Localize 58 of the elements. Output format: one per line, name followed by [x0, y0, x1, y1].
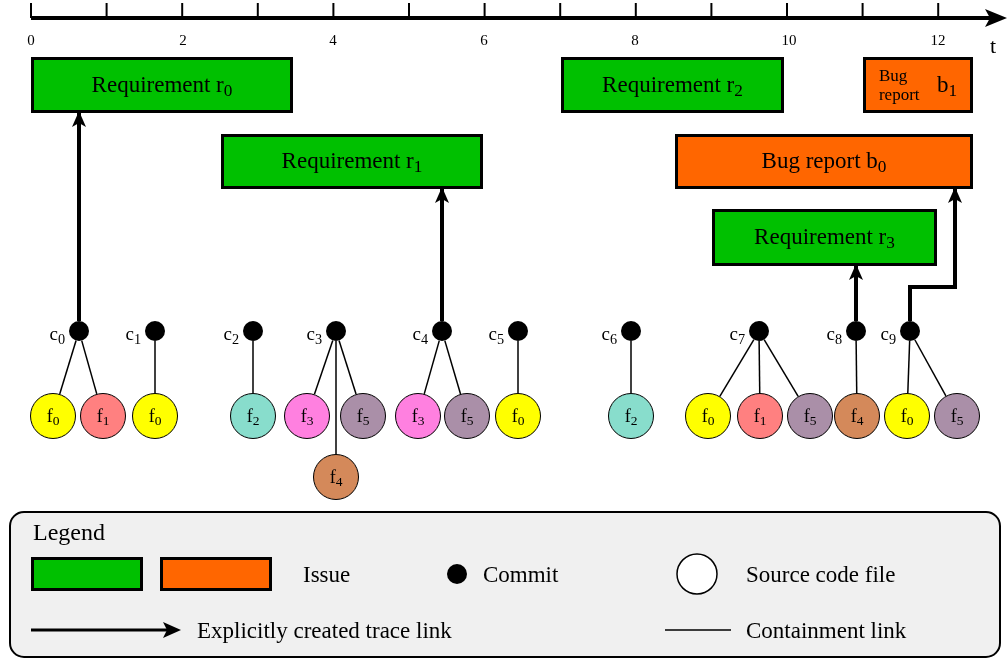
issue-box — [863, 57, 973, 113]
containment-link — [630, 340, 632, 394]
containment-link — [855, 340, 858, 394]
tick-label: 0 — [27, 32, 35, 48]
tick-label: 10 — [781, 32, 797, 48]
issue-label: Bug report b$_{0}$ — [761, 147, 887, 176]
containment-link — [763, 338, 799, 398]
containment-link — [59, 339, 77, 395]
commit-label: c$_{7}$ — [729, 323, 745, 343]
tick-label: 4 — [329, 32, 337, 48]
containment-link — [719, 338, 755, 398]
legend-text: Commit — [483, 562, 559, 586]
trace-link-arrow — [849, 264, 863, 321]
legend-text: Containment link — [746, 618, 907, 642]
issue-label: Requirement r$_{3}$ — [754, 223, 895, 252]
commit-label: c$_{8}$ — [826, 323, 842, 343]
axis-label: t — [989, 35, 997, 57]
issue-label: Requirement r$_{0}$ — [91, 70, 233, 100]
legend-text: Issue — [303, 562, 351, 586]
issue-box — [561, 57, 784, 113]
tick-label: 6 — [480, 32, 488, 48]
trace-link-arrow — [435, 187, 449, 321]
containment-link — [758, 340, 761, 394]
tick-label: 8 — [631, 32, 639, 48]
tick-label: 2 — [179, 32, 187, 48]
commit-label: c$_{5}$ — [488, 323, 504, 343]
containment-link — [423, 339, 441, 395]
legend-text: Explicitly created trace link — [197, 618, 452, 642]
commit-label: c$_{6}$ — [601, 323, 617, 343]
issue-label: b$_{1}$ — [936, 70, 958, 100]
commit-label: c$_{4}$ — [412, 323, 428, 343]
containment-link — [154, 340, 156, 394]
legend-title: Legend — [33, 520, 105, 544]
containment-link — [517, 340, 519, 394]
trace-link-arrow — [72, 111, 86, 321]
issue-box — [31, 57, 293, 113]
issue-box — [675, 134, 973, 189]
issue-label: Requirement r$_{1}$ — [281, 147, 423, 176]
containment-link — [907, 340, 911, 394]
issue-type: Bug report — [878, 66, 921, 104]
commit-label: c$_{2}$ — [223, 323, 239, 343]
containment-link — [444, 339, 462, 395]
containment-link — [252, 340, 254, 394]
containment-link — [914, 339, 947, 397]
issue-box — [221, 134, 483, 189]
commit-label: c$_{3}$ — [306, 323, 322, 343]
issue-label: Requirement r$_{2}$ — [602, 70, 743, 100]
commit-label: c$_{1}$ — [125, 323, 141, 343]
commit-label: c$_{9}$ — [880, 323, 896, 343]
containment-link — [335, 340, 337, 455]
tick-label: 12 — [930, 32, 946, 48]
containment-link — [338, 339, 357, 395]
commit-label: c$_{0}$ — [49, 323, 65, 343]
trace-link-arrow — [908, 187, 962, 321]
containment-link — [313, 339, 334, 395]
issue-box — [712, 209, 937, 266]
legend-text: Source code file — [746, 562, 896, 586]
containment-link — [80, 339, 98, 395]
